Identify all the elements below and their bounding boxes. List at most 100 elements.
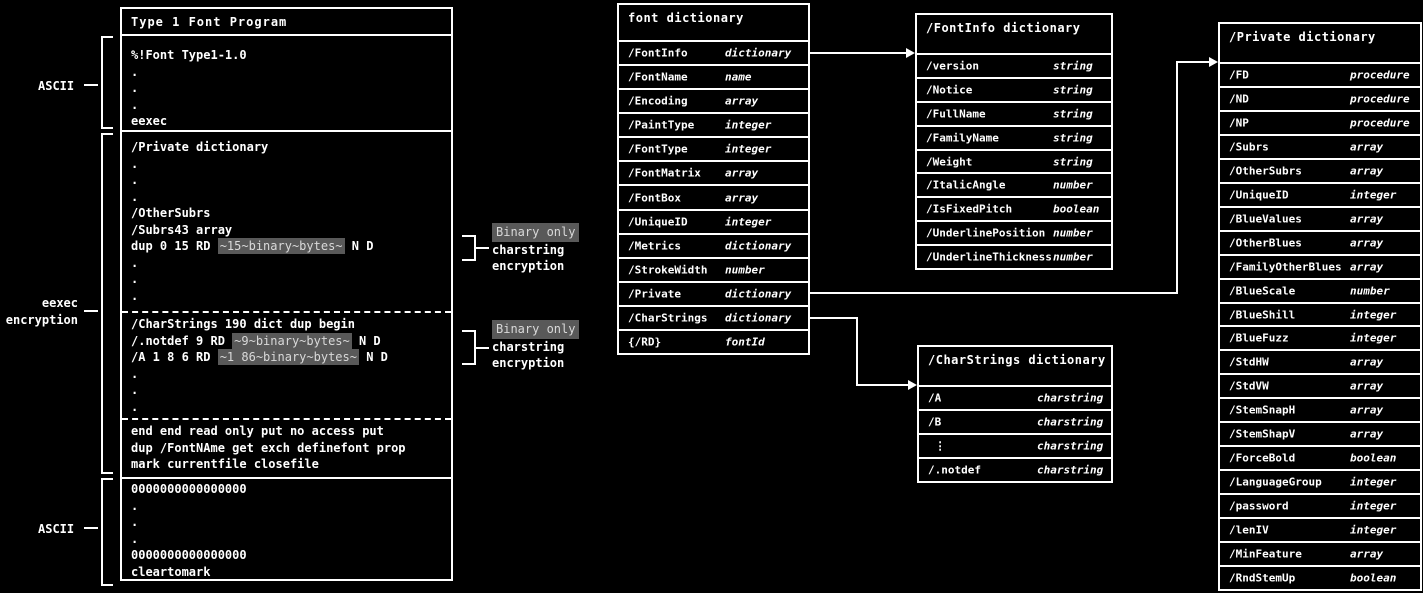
code-line: mark currentfile closefile [131,457,319,471]
key-cell: /NP [1229,116,1249,130]
table-row: /.notdef charstring [919,457,1111,481]
type-cell: procedure [1350,116,1410,130]
code-line: 0000000000000000 [131,482,247,496]
type-cell: integer [1350,523,1397,537]
type-cell: charstring [1037,439,1104,453]
type-cell: integer [1350,188,1397,202]
eexec-label-line2: encryption [5,312,78,327]
key-cell: /FontInfo [628,46,688,60]
type-cell: array [1350,379,1384,393]
key-cell: /FullName [926,107,986,121]
charstring-label: charstring [492,242,565,257]
key-cell: /FamilyOtherBlues [1229,260,1342,274]
type-cell: fontId [725,335,765,349]
table-row: /BlueValues array [1220,205,1420,230]
table-row: /RndStemUp boolean [1220,565,1420,589]
type-cell: number [725,263,765,277]
table-row: /Private dictionary [619,280,808,305]
key-cell: /PaintType [628,118,695,132]
table-row: /StemShapV array [1220,421,1420,445]
key-cell: /FontBox [628,191,681,204]
key-cell: /.notdef [928,463,981,477]
type-cell: array [1350,260,1384,274]
table-row: /FullName string [917,100,1111,125]
key-cell: /Weight [926,155,973,168]
type-cell: charstring [1037,463,1104,477]
key-cell: /FontMatrix [628,166,701,180]
key-cell: /UnderlinePosition [926,226,1046,240]
table-row: /ForceBold boolean [1220,445,1420,469]
encryption-label: encryption [492,356,565,370]
table-row: /Notice string [917,76,1111,101]
key-cell: /version [926,59,979,73]
table-row: /ND procedure [1220,85,1420,110]
private-arrowhead-icon [1209,57,1218,67]
binary-note2-bracket [462,330,489,365]
code-line: cleartomark [131,564,211,579]
key-cell: /FontType [628,142,688,156]
key-cell: /RndStemUp [1229,571,1296,585]
table-row: /FamilyName string [917,124,1111,149]
code-line: end end read only put no access put [131,424,384,438]
type-cell: string [1053,59,1093,73]
table-row: /lenIV integer [1220,517,1420,541]
type-cell: integer [1350,499,1397,513]
type-cell: string [1053,131,1093,145]
key-cell: /StemShapV [1229,427,1296,441]
binary-bytes-highlight: ~15~binary~bytes~ [217,238,345,254]
type-cell: dictionary [725,287,792,301]
table-row: /UnderlinePosition number [917,220,1111,244]
table-row: /FontMatrix array [619,160,808,184]
eexec-label-line1: eexec [41,296,78,310]
table-row: /Subrs array [1220,133,1420,158]
binary-only-note-2: Binary only charstring encryption [492,320,580,372]
key-cell: /OtherSubrs [1229,164,1302,178]
table-title: /FontInfo dictionary [926,21,1081,35]
table-row: /StemSnapH array [1220,397,1420,421]
charstring-label: charstring [492,339,565,354]
type-cell: array [1350,355,1384,369]
table-row: ⋮ charstring [919,433,1111,457]
type-cell: charstring [1037,415,1104,429]
eexec-encryption-label: eexec encryption [0,295,78,328]
code-line: . [131,64,139,79]
key-cell: /UniqueID [1229,188,1289,202]
key-cell: /Private [628,287,681,301]
type-cell: dictionary [725,311,792,325]
type-cell: integer [725,118,772,132]
key-cell: /UnderlineThickness [926,250,1052,264]
code-line: /Subrs43 array [131,222,233,237]
type-cell: dictionary [725,239,792,253]
type-cell: array [725,166,759,180]
table-row: /ItalicAngle number [917,172,1111,196]
type-cell: number [1053,226,1093,240]
key-cell: /ForceBold [1229,451,1296,465]
type-cell: integer [1350,331,1397,345]
private-dictionary-table: /Private dictionary /FD procedure /ND pr… [1218,22,1422,591]
table-row: /FontName name [619,64,808,88]
binary-note1-bracket [462,235,489,261]
eexec-encryption-bracket [101,133,113,474]
code-line: /CharStrings 190 dict dup begin [131,317,355,331]
table-row: /version string [917,53,1111,77]
type-cell: array [1350,140,1384,154]
code-line: . [131,531,139,546]
key-cell: /OtherBlues [1229,236,1302,250]
code-line: 0000000000000000 [131,548,247,562]
key-cell: /CharStrings [628,311,708,325]
code-line: . [131,498,139,513]
fontinfo-arrowhead-icon [906,48,915,58]
type-cell: array [1350,164,1384,178]
code-line: . [131,288,139,303]
key-cell: /BlueShill [1229,308,1296,321]
type-cell: procedure [1350,92,1410,106]
table-row: /FamilyOtherBlues array [1220,253,1420,278]
code-line-glyph-a: /A 1 8 6 RD ~1 86~binary~bytes~ N D [131,349,388,365]
code-line: . [131,97,139,112]
table-row: {/RD} fontId [619,328,808,353]
code-line: . [131,366,139,381]
table-row: /Metrics dictionary [619,232,808,257]
charstrings-connector-line [810,317,910,386]
